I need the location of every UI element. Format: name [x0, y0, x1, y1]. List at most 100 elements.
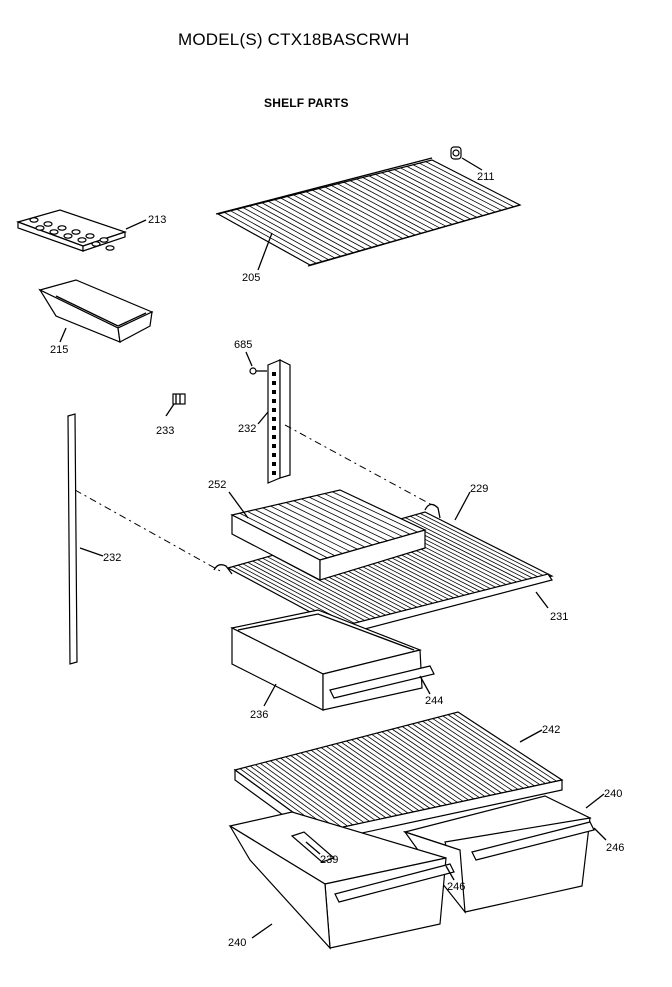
wire-rib — [275, 759, 365, 823]
wire-rib — [285, 502, 373, 546]
egg-cup — [63, 233, 73, 239]
callout-244: 244 — [425, 695, 443, 707]
wire-rib — [274, 199, 366, 250]
wire-rib — [293, 500, 381, 544]
shelf-ladder-232-left[interactable] — [67, 413, 78, 665]
ladder-slot — [272, 453, 276, 457]
callout-232-left: 232 — [103, 552, 121, 564]
callout-246-left: 246 — [447, 881, 465, 893]
wire-rib — [346, 740, 442, 807]
wire-rib — [412, 723, 513, 791]
callout-215: 215 — [50, 344, 68, 356]
crisper-handle-246-right[interactable] — [471, 821, 595, 861]
wire-rib — [247, 511, 336, 557]
wire-rib — [270, 760, 359, 825]
wire-rib — [299, 193, 391, 243]
callout-685: 685 — [234, 339, 252, 351]
wire-shelf-205[interactable] — [215, 157, 522, 267]
callout-211: 211 — [477, 171, 495, 183]
callout-236: 236 — [250, 709, 268, 721]
wire-rib — [268, 200, 360, 252]
shelf-ladder-232-center[interactable] — [267, 359, 291, 484]
ladder-slot — [272, 426, 276, 430]
wire-rib — [419, 513, 547, 578]
drawer-handle-244[interactable] — [329, 665, 435, 699]
alignment-line — [74, 489, 223, 573]
ladder-slot — [272, 399, 276, 403]
egg-cup — [99, 237, 109, 243]
wire-rib — [293, 194, 385, 245]
callout-252: 252 — [208, 479, 226, 491]
wire-rib — [361, 736, 458, 803]
shelf-cap-211[interactable] — [450, 146, 462, 160]
callout-240-right: 240 — [604, 788, 622, 800]
wire-rib — [351, 739, 447, 806]
wire-rib — [331, 744, 425, 810]
wire-rib — [324, 493, 411, 535]
wire-rib — [425, 161, 515, 208]
wire-rib — [249, 205, 342, 257]
wire-rib — [337, 183, 428, 232]
wire-rib — [331, 185, 422, 234]
crisper-cover-242[interactable] — [233, 711, 564, 844]
wire-rib — [396, 727, 497, 795]
support-bar-239[interactable] — [290, 831, 336, 863]
egg-cup — [29, 217, 39, 223]
wire-rib — [422, 720, 524, 789]
wire-rib — [308, 496, 396, 539]
leader-lines — [59, 157, 607, 939]
ladder-slot — [272, 471, 276, 475]
wire-rib — [254, 509, 343, 554]
wire-rib — [265, 761, 354, 826]
wire-rib — [278, 503, 366, 548]
callout-233: 233 — [156, 425, 174, 437]
egg-tray-213[interactable] — [16, 209, 127, 252]
wire-rib — [419, 162, 508, 209]
drawer-236[interactable] — [230, 609, 423, 711]
wire-rib — [255, 764, 343, 828]
callout-246-right: 246 — [606, 842, 624, 854]
section-title: SHELF PARTS — [264, 96, 349, 110]
callout-213: 213 — [148, 214, 166, 226]
wire-rib — [407, 724, 508, 793]
door-bin-215[interactable] — [38, 279, 154, 343]
wire-rib — [375, 173, 465, 222]
wire-rib — [368, 175, 459, 224]
clip-233[interactable] — [172, 393, 186, 405]
wire-rib — [376, 732, 475, 800]
wire-rib — [349, 180, 440, 229]
wire-rib — [362, 177, 453, 225]
ladder-slot — [272, 435, 276, 439]
wire-rib — [366, 735, 464, 802]
screw-685[interactable] — [249, 367, 267, 375]
egg-cup — [105, 245, 115, 251]
wire-rib — [406, 165, 496, 213]
wire-rib — [315, 748, 409, 814]
shelf-cover-252[interactable] — [230, 489, 427, 581]
egg-cup — [43, 221, 53, 227]
egg-cup — [49, 229, 59, 235]
wire-rib — [356, 738, 453, 804]
wire-rib — [371, 734, 469, 801]
wire-rib — [414, 514, 542, 579]
wire-rib — [394, 169, 484, 216]
wire-rib — [242, 207, 335, 259]
wire-rib — [316, 494, 403, 537]
wire-rib — [262, 557, 378, 620]
callout-231: 231 — [550, 611, 568, 623]
wire-rib — [343, 181, 434, 231]
egg-cup — [35, 225, 45, 231]
wire-rib — [300, 752, 392, 817]
crisper-handle-246-left[interactable] — [334, 863, 455, 903]
callout-240-left: 240 — [228, 937, 246, 949]
wire-rib — [295, 753, 387, 819]
wire-rib — [381, 172, 471, 220]
wire-rib — [301, 498, 388, 542]
wire-rib — [427, 719, 530, 788]
wire-rib — [267, 556, 383, 618]
wire-rib — [412, 164, 502, 211]
ladder-slot — [272, 372, 276, 376]
wire-rib — [341, 741, 436, 808]
wire-rib — [230, 210, 323, 262]
wire-rib — [437, 716, 541, 786]
